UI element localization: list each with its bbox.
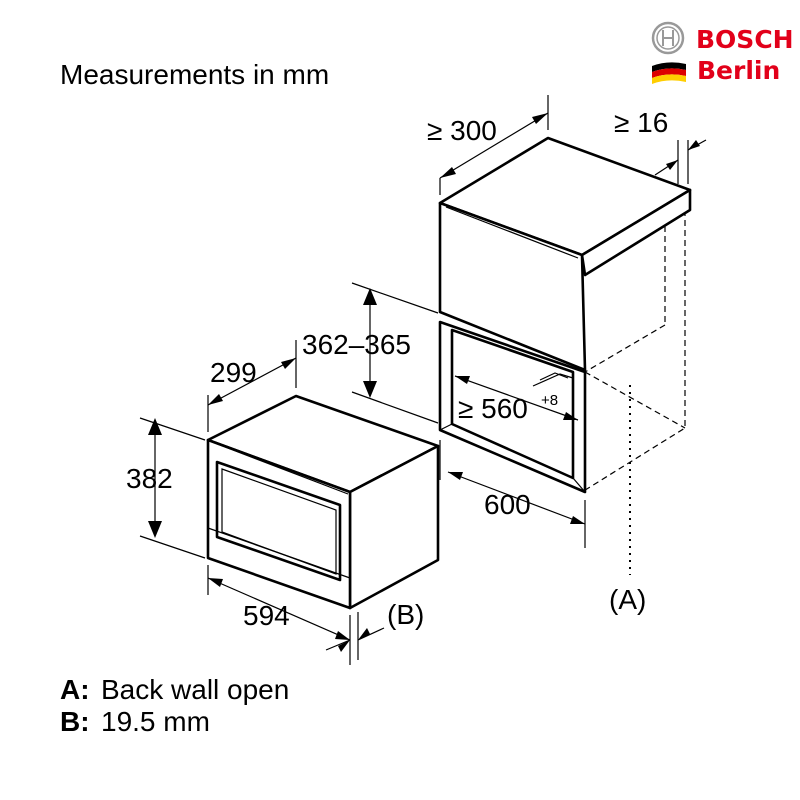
label-b: (B) bbox=[387, 599, 424, 630]
dim-line-niche-width bbox=[454, 375, 579, 421]
dim-cabinet-width: 600 bbox=[484, 489, 531, 520]
note-key-b: B: bbox=[60, 706, 90, 737]
brand-city: Berlin bbox=[697, 56, 780, 85]
appliance-door bbox=[215, 460, 342, 582]
note-value-a: Back wall open bbox=[101, 674, 289, 705]
dim-line-appliance-depth bbox=[207, 357, 297, 406]
german-flag-icon bbox=[652, 62, 686, 84]
brand-logo: BOSCH Berlin bbox=[651, 21, 794, 85]
note-value-b: 19.5 mm bbox=[101, 706, 210, 737]
page-title: Measurements in mm bbox=[60, 59, 329, 90]
dim-niche-width: ≥ 560 bbox=[458, 393, 528, 424]
dim-gap: ≥ 16 bbox=[614, 107, 668, 138]
cabinet-hidden-floor bbox=[584, 371, 686, 429]
upper-cabinet-side bbox=[580, 188, 692, 277]
control-strip bbox=[207, 527, 351, 579]
dim-line-niche-depth bbox=[439, 112, 549, 179]
appliance bbox=[206, 394, 440, 610]
dim-niche-height: 362–365 bbox=[302, 329, 411, 360]
dim-appliance-height: 382 bbox=[126, 463, 173, 494]
note-key-a: A: bbox=[60, 674, 90, 705]
cabinet bbox=[438, 136, 692, 575]
shelf-bracket bbox=[532, 373, 574, 387]
notes: A: Back wall open B: 19.5 mm bbox=[60, 674, 289, 737]
upper-cabinet-front bbox=[438, 201, 587, 372]
dimension-lines bbox=[139, 95, 707, 665]
dim-line-appliance-width bbox=[207, 577, 351, 641]
dim-niche-depth: ≥ 300 bbox=[427, 115, 497, 146]
dim-appliance-depth: 299 bbox=[210, 357, 257, 388]
upper-cabinet-edge bbox=[445, 206, 579, 259]
brand-name: BOSCH bbox=[696, 25, 794, 54]
dim-line-cabinet-width bbox=[447, 471, 586, 525]
label-a: (A) bbox=[609, 584, 646, 615]
bosch-armature-icon bbox=[651, 21, 685, 55]
appliance-window bbox=[221, 468, 337, 575]
dim-niche-width-tolerance: +8 bbox=[541, 392, 558, 409]
cabinet-hidden-shelf bbox=[584, 324, 666, 373]
dim-appliance-width: 594 bbox=[243, 600, 290, 631]
